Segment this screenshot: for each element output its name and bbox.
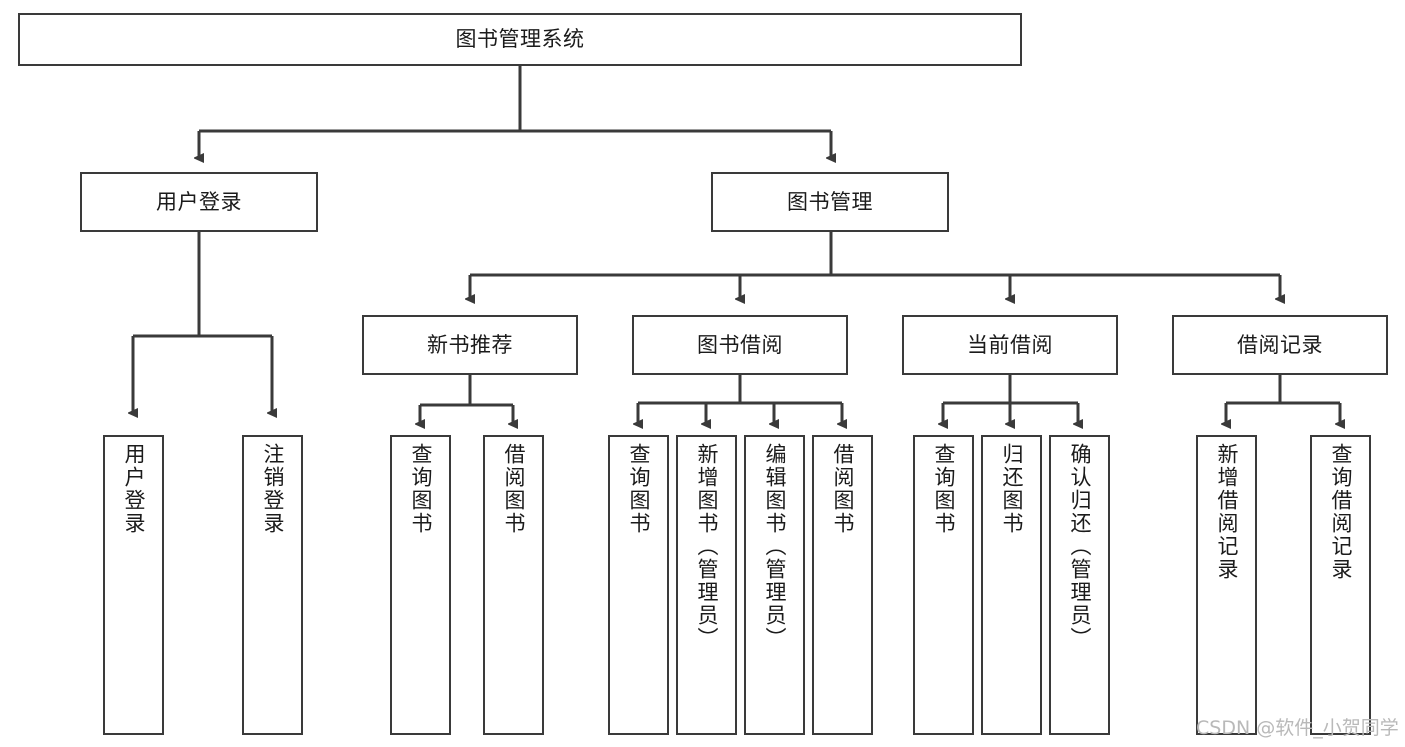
node-label: 查询借阅记录 bbox=[1329, 443, 1353, 581]
node-label: 用户登录 bbox=[156, 189, 242, 214]
node-label: 编辑图书（管理员） bbox=[763, 443, 787, 650]
node-label: 新书推荐 bbox=[427, 332, 513, 357]
leaf-user-login[interactable]: 用户登录 bbox=[103, 435, 164, 735]
csdn-watermark: CSDN @软件_小贺同学 bbox=[1196, 717, 1399, 739]
node-label: 图书借阅 bbox=[697, 332, 783, 357]
leaf-query-book-new[interactable]: 查询图书 bbox=[390, 435, 451, 735]
node-label: 注销登录 bbox=[261, 443, 285, 535]
node-label: 查询图书 bbox=[627, 443, 651, 535]
leaf-return-book[interactable]: 归还图书 bbox=[981, 435, 1042, 735]
node-label: 借阅记录 bbox=[1237, 332, 1323, 357]
leaf-query-book-borrow[interactable]: 查询图书 bbox=[608, 435, 669, 735]
leaf-query-borrow-record[interactable]: 查询借阅记录 bbox=[1310, 435, 1371, 735]
node-label: 新增图书（管理员） bbox=[695, 443, 719, 650]
node-label: 归还图书 bbox=[1000, 443, 1024, 535]
node-label: 用户登录 bbox=[122, 443, 146, 535]
leaf-borrow-book[interactable]: 借阅图书 bbox=[812, 435, 873, 735]
node-label: 当前借阅 bbox=[967, 332, 1053, 357]
node-root-system[interactable]: 图书管理系统 bbox=[18, 13, 1022, 66]
node-borrow-record[interactable]: 借阅记录 bbox=[1172, 315, 1388, 375]
leaf-query-book-current[interactable]: 查询图书 bbox=[913, 435, 974, 735]
leaf-edit-book-admin[interactable]: 编辑图书（管理员） bbox=[744, 435, 805, 735]
node-label: 图书管理 bbox=[787, 189, 873, 214]
node-label: 借阅图书 bbox=[831, 443, 855, 535]
node-user-login[interactable]: 用户登录 bbox=[80, 172, 318, 232]
leaf-borrow-book-new[interactable]: 借阅图书 bbox=[483, 435, 544, 735]
leaf-logout[interactable]: 注销登录 bbox=[242, 435, 303, 735]
leaf-confirm-return-admin[interactable]: 确认归还（管理员） bbox=[1049, 435, 1110, 735]
leaf-add-borrow-record[interactable]: 新增借阅记录 bbox=[1196, 435, 1257, 735]
leaf-add-book-admin[interactable]: 新增图书（管理员） bbox=[676, 435, 737, 735]
node-current-borrow[interactable]: 当前借阅 bbox=[902, 315, 1118, 375]
node-label: 确认归还（管理员） bbox=[1068, 443, 1092, 650]
node-label: 新增借阅记录 bbox=[1215, 443, 1239, 581]
node-book-borrow[interactable]: 图书借阅 bbox=[632, 315, 848, 375]
node-label: 查询图书 bbox=[409, 443, 433, 535]
node-label: 查询图书 bbox=[932, 443, 956, 535]
node-label: 图书管理系统 bbox=[455, 27, 585, 52]
node-new-book-recommend[interactable]: 新书推荐 bbox=[362, 315, 578, 375]
node-book-management[interactable]: 图书管理 bbox=[711, 172, 949, 232]
node-label: 借阅图书 bbox=[502, 443, 526, 535]
